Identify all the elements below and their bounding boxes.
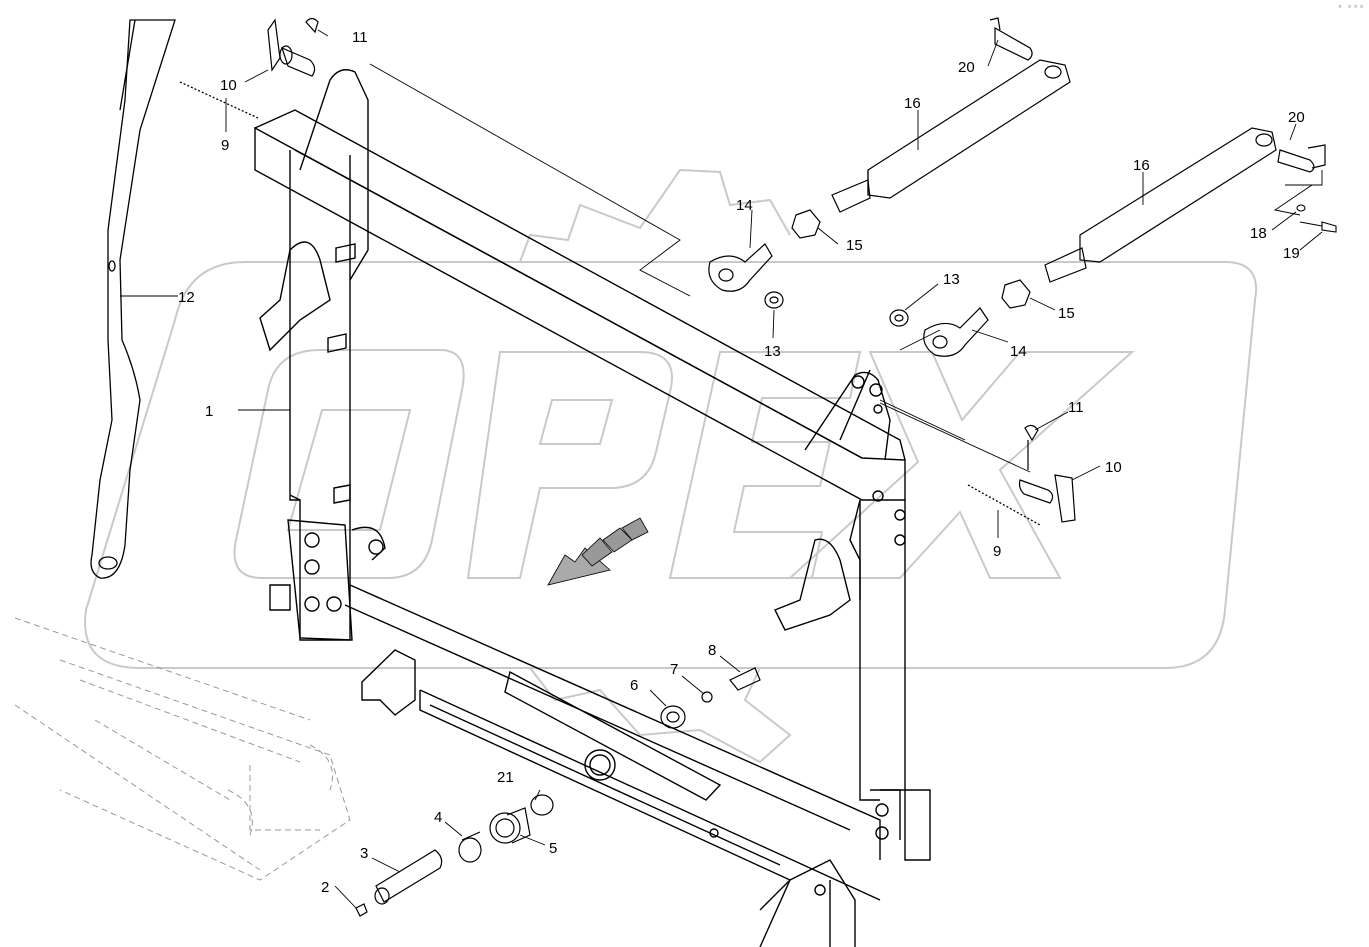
callout-8: 8	[708, 642, 716, 659]
callout-6: 6	[630, 677, 638, 694]
lock-pin-right	[1018, 424, 1076, 523]
callout-4: 4	[434, 809, 442, 826]
rod-end-lower	[889, 279, 1031, 357]
main-frame	[254, 69, 931, 947]
callout-20a: 20	[958, 59, 975, 76]
callout-9a: 9	[221, 137, 229, 154]
callout-10b: 10	[1105, 459, 1122, 476]
callout-13b: 13	[943, 271, 960, 288]
direction-arrow	[547, 517, 649, 586]
callout-9b: 9	[993, 543, 1001, 560]
callout-18: 18	[1250, 225, 1267, 242]
bolt-washer-18-19	[1296, 204, 1337, 233]
callout-5: 5	[549, 840, 557, 857]
leader-lines	[120, 29, 1323, 909]
callout-12: 12	[178, 289, 195, 306]
top-link-upper	[831, 17, 1071, 213]
bearing-stack	[355, 667, 761, 917]
callout-7: 7	[670, 661, 678, 678]
connector-lines	[369, 63, 1323, 473]
link-plate-12	[90, 19, 176, 579]
callout-15b: 15	[1058, 305, 1075, 322]
callout-labels: 1 2 3 4 5 6 7 8 9 9 10 10 11 11 12 13 13…	[178, 29, 1305, 896]
callout-1: 1	[205, 403, 213, 420]
callout-21: 21	[497, 769, 514, 786]
callout-14a: 14	[736, 197, 753, 214]
callout-11b: 11	[1068, 399, 1084, 416]
callout-11a: 11	[352, 29, 368, 46]
corner-mark: ∘ ∘∘∘	[1337, 2, 1365, 11]
callout-16b: 16	[1133, 157, 1150, 174]
lock-pin-left	[267, 17, 319, 77]
callout-14b: 14	[1010, 343, 1027, 360]
spring-wire-right	[967, 484, 1041, 526]
callout-3: 3	[360, 845, 368, 862]
rod-end-upper	[708, 209, 821, 309]
opex-watermark	[84, 168, 1258, 764]
callout-15a: 15	[846, 237, 863, 254]
tractor-outline	[14, 617, 351, 881]
spring-wire-left	[179, 81, 259, 119]
callout-19: 19	[1283, 245, 1300, 262]
callout-16a: 16	[904, 95, 921, 112]
callout-10a: 10	[220, 77, 237, 94]
callout-13a: 13	[764, 343, 781, 360]
callout-20b: 20	[1288, 109, 1305, 126]
top-link-lower	[1044, 127, 1326, 283]
callout-2: 2	[321, 879, 329, 896]
